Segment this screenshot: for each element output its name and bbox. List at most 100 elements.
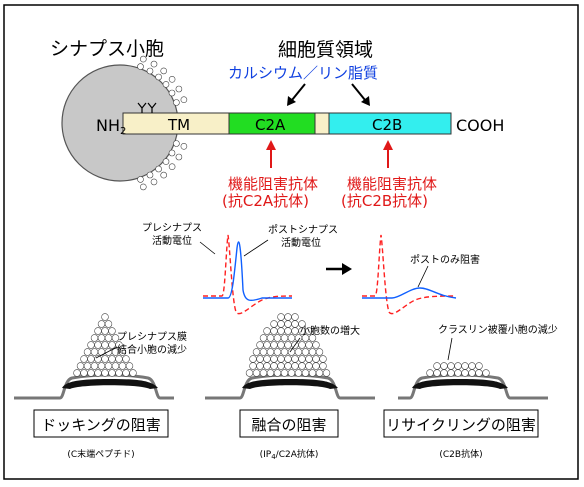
- vesicle: [270, 320, 278, 328]
- c2a-label: C2A: [255, 116, 286, 134]
- vesicle: [319, 355, 327, 363]
- vesicle: [287, 334, 296, 342]
- vesicle: [87, 341, 95, 349]
- vesicle: [104, 362, 113, 370]
- lipid-bead: [162, 158, 170, 165]
- vesicle: [277, 355, 285, 363]
- ann1-pointer: [95, 346, 118, 359]
- vesicle: [259, 348, 268, 356]
- vesicle: [129, 369, 137, 377]
- vesicle: [298, 362, 306, 370]
- vesicle: [101, 313, 109, 321]
- vesicle: [87, 355, 95, 363]
- lipid-bead: [146, 171, 154, 179]
- vesicle: [322, 369, 331, 377]
- vesicle-label: シナプス小胞: [50, 38, 164, 60]
- vesicle: [308, 334, 317, 342]
- vesicle: [294, 348, 303, 356]
- vesicle: [104, 348, 113, 356]
- vesicle: [249, 355, 257, 363]
- post-ap-line2: 活動電位: [281, 236, 321, 249]
- lipid-bead: [168, 149, 176, 157]
- caption-1: (C末端ペプチド): [67, 448, 134, 460]
- vesicle: [108, 341, 116, 349]
- vesicle: [447, 369, 455, 377]
- vesicle: [90, 334, 99, 342]
- linker-domain: [314, 112, 330, 135]
- vesicle: [122, 355, 130, 363]
- vesicle: [97, 320, 106, 328]
- vesicle-cluster-2: [245, 313, 331, 377]
- lipid-bead: [168, 76, 176, 83]
- ann2-label: 小胞数の増大: [300, 324, 360, 337]
- vesicle: [284, 327, 292, 335]
- vesicle: [94, 341, 102, 349]
- vesicle: [468, 362, 476, 370]
- vesicle: [266, 348, 275, 356]
- glycosylation-marks: [137, 102, 157, 113]
- vesicle: [294, 369, 303, 377]
- transition-arrowhead: [342, 263, 352, 275]
- vesicle: [273, 348, 282, 356]
- vesicle: [277, 327, 285, 335]
- vesicle: [291, 327, 299, 335]
- vesicle: [263, 362, 271, 370]
- vesicle: [475, 369, 483, 377]
- nh2-label: NH2: [96, 116, 126, 137]
- vesicle: [305, 355, 313, 363]
- vesicle: [115, 355, 123, 363]
- vesicle: [312, 362, 320, 370]
- vesicle: [101, 369, 109, 377]
- vesicle: [468, 369, 476, 377]
- active-zone-1: [62, 379, 158, 389]
- vesicle: [461, 362, 469, 370]
- post-ap-line1: ポストシナプス: [268, 224, 338, 236]
- vesicle: [273, 334, 282, 342]
- vesicle: [104, 320, 113, 328]
- lipid-bead: [180, 96, 188, 103]
- caption-box-1: [33, 409, 169, 438]
- post-only-label: ポストのみ阻害: [410, 253, 480, 266]
- vesicle: [266, 369, 275, 377]
- vesicle: [280, 348, 289, 356]
- lipid-bead: [168, 89, 176, 97]
- lipid-bead: [150, 178, 158, 186]
- ca-arrow-c2a: [287, 83, 306, 106]
- lipid-bead: [173, 99, 180, 106]
- active-zone-2: [242, 379, 338, 389]
- active-zone-3: [412, 379, 508, 389]
- post-only-pointer: [417, 265, 429, 288]
- vesicle: [249, 362, 257, 370]
- vesicle: [277, 313, 285, 321]
- vesicle: [97, 348, 106, 356]
- vesicle: [284, 355, 292, 363]
- lipid-bead: [180, 143, 188, 150]
- vesicle: [97, 362, 106, 370]
- antibody1-line2: (抗C2A抗体): [222, 192, 309, 210]
- vesicle: [291, 313, 299, 321]
- vesicle: [108, 369, 116, 377]
- pre-ap-line1: プレシナプス: [142, 222, 202, 234]
- vesicle: [73, 369, 81, 377]
- vesicle: [319, 362, 327, 370]
- caption-box-3: [383, 409, 539, 438]
- vesicle: [426, 369, 434, 377]
- lipid-bead: [175, 153, 183, 161]
- vesicle: [111, 334, 120, 342]
- vesicle: [440, 369, 448, 377]
- vesicle: [273, 369, 282, 377]
- vesicle: [76, 362, 85, 370]
- vesicle: [270, 355, 278, 363]
- vesicle: [87, 369, 95, 377]
- vesicle: [433, 362, 441, 370]
- post-ap-pointer: [243, 239, 269, 257]
- lipid-bead: [155, 73, 162, 81]
- vesicle-membrane-lipids: [137, 55, 188, 191]
- vesicle: [291, 355, 299, 363]
- vesicle: [284, 341, 292, 349]
- vesicle: [312, 355, 320, 363]
- vesicle: [90, 348, 99, 356]
- ann3-pointer: [447, 337, 453, 361]
- caption-2: (IP4/C2A抗体): [260, 448, 319, 461]
